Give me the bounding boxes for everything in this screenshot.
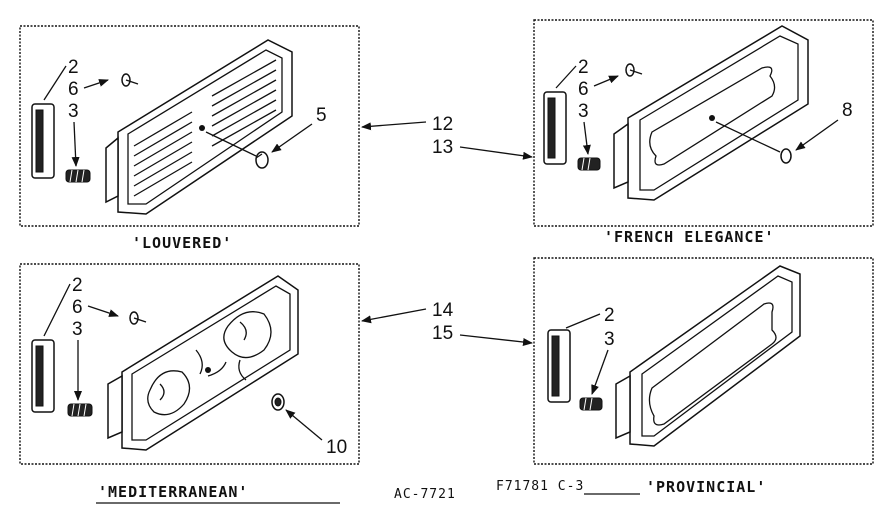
leader-line: [593, 75, 619, 87]
leader-line: [271, 123, 313, 153]
leader-line: [43, 65, 67, 101]
callout-2: 2: [578, 57, 589, 78]
callout-14: 14: [432, 300, 454, 321]
screw-part: [579, 397, 603, 411]
panel-frame: [533, 257, 874, 465]
callout-8: 8: [842, 100, 853, 121]
leader-line: [591, 349, 609, 395]
part-reference: F71781 C-3: [496, 479, 584, 494]
leader-line: [582, 121, 591, 155]
leader-line: [285, 409, 323, 441]
callout-2: 2: [72, 275, 83, 296]
panel-frame: [533, 19, 874, 227]
rivet-part: [625, 63, 643, 77]
caption-french-elegance: 'FRENCH ELEGANCE': [604, 228, 775, 246]
callout-3: 3: [72, 319, 83, 340]
leader-line: [565, 313, 601, 329]
panel-mediterranean: 2 6 3 10: [19, 263, 360, 465]
leader-line: [555, 65, 577, 89]
leader-line: [83, 79, 109, 89]
callout-3: 3: [68, 101, 79, 122]
drawing-reference: AC-7721: [394, 487, 456, 502]
callout-5: 5: [316, 105, 327, 126]
caption-provincial: 'PROVINCIAL': [646, 478, 766, 496]
callout-2: 2: [604, 305, 615, 326]
leader-line: [43, 283, 71, 337]
leader-line: [205, 131, 257, 157]
panel-frame: [19, 25, 360, 227]
callout-6: 6: [68, 79, 79, 100]
leader-line: [795, 119, 839, 151]
push-nut-part: [255, 151, 269, 169]
callout-13: 13: [432, 137, 453, 158]
leader-line: [459, 146, 533, 160]
leader-line: [361, 308, 427, 324]
louvered-grille: [105, 39, 293, 215]
provincial-plate: [615, 265, 801, 447]
leader-line: [87, 305, 119, 317]
leader-line: [361, 121, 427, 131]
screw-part: [67, 403, 93, 417]
panel-louvered: 2 6 3 5: [19, 25, 360, 227]
callout-10: 10: [326, 437, 347, 458]
rivet-part: [121, 73, 139, 87]
push-nut-part: [271, 393, 285, 411]
callout-3: 3: [604, 329, 615, 350]
callout-3: 3: [578, 101, 589, 122]
group-callouts: 12 13 14 15: [361, 114, 533, 346]
callout-6: 6: [72, 297, 83, 318]
callout-2: 2: [68, 57, 79, 78]
callout-15: 15: [432, 323, 453, 344]
callout-6: 6: [578, 79, 589, 100]
leader-line: [715, 121, 781, 153]
french-elegance-plate: [613, 25, 809, 201]
mediterranean-plate: [107, 275, 299, 451]
caption-louvered: 'LOUVERED': [132, 234, 232, 252]
leader-line: [71, 121, 80, 167]
screw-part: [577, 157, 601, 171]
push-nut-part: [780, 148, 792, 164]
screw-part: [65, 169, 91, 183]
panel-provincial: 2 3: [533, 257, 874, 465]
callout-12: 12: [432, 114, 453, 135]
caption-mediterranean: 'MEDITERRANEAN': [98, 483, 248, 501]
panel-french-elegance: 2 6 3 8: [533, 19, 874, 227]
leader-line: [459, 334, 533, 346]
panel-frame: [19, 263, 360, 465]
rivet-part: [129, 311, 147, 325]
